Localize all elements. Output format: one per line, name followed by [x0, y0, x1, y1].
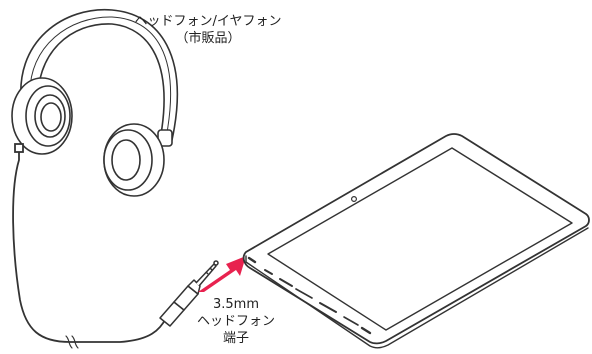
headphones-illustration: [11, 8, 179, 197]
headphone-label-line1: ヘッドフォン/イヤフォン: [134, 14, 282, 29]
port-label-line3: 端子: [222, 331, 249, 346]
insert-arrow: [198, 256, 246, 292]
audio-plug: [159, 260, 219, 327]
tablet-illustration: [242, 133, 590, 349]
tablet-screen: [267, 147, 573, 331]
headphone-cable: [12, 143, 167, 349]
port-label: 3.5mm ヘッドフォン 端子: [188, 296, 284, 347]
headphone-port: [247, 256, 257, 264]
headphone-label-line2: （市販品）: [175, 31, 241, 46]
headphone-label: ヘッドフォン/イヤフォン （市販品）: [118, 13, 298, 47]
port-label-line1: 3.5mm: [212, 297, 259, 312]
camera-icon: [351, 196, 358, 203]
port-label-line2: ヘッドフォン: [196, 314, 275, 329]
